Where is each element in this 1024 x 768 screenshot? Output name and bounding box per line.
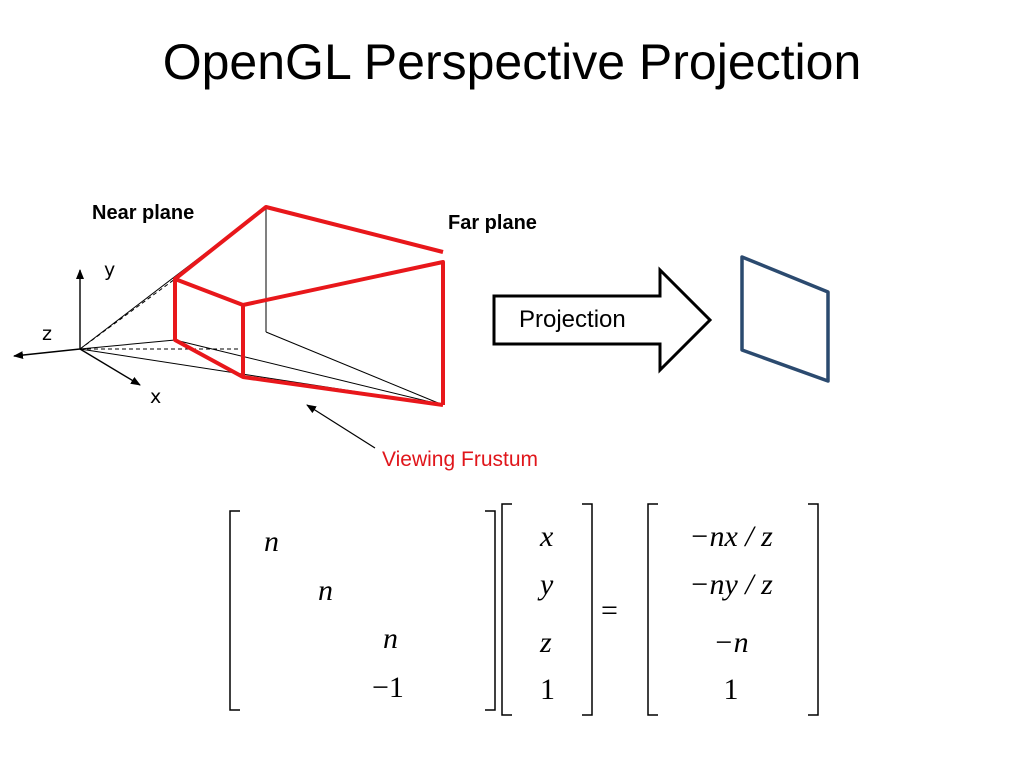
viewing-frustum-label: Viewing Frustum xyxy=(382,448,538,471)
axis-y-label: y xyxy=(104,259,115,281)
result-right-bracket xyxy=(808,503,819,716)
projection-arrow-label: Projection xyxy=(519,306,626,333)
vector-entry-z: z xyxy=(539,626,552,659)
matrix-right-bracket xyxy=(485,510,496,711)
axis-x-line xyxy=(79,348,141,386)
result-entry-r2: −ny / z xyxy=(689,568,773,601)
projection-arrow xyxy=(492,266,713,374)
vector-entry-w: 1 xyxy=(540,673,555,706)
vector-entry-y: y xyxy=(537,568,554,601)
axis-z-label: z xyxy=(42,323,52,345)
result-entry-r1: −nx / z xyxy=(689,520,773,553)
matrix-left-bracket xyxy=(229,510,240,711)
matrix-entry-r3: n xyxy=(383,622,398,655)
matrix-entry-r2: n xyxy=(318,574,333,607)
matrix-entry-r4: −1 xyxy=(372,671,404,704)
viewing-frustum xyxy=(173,205,445,407)
vector-entry-x: x xyxy=(539,520,554,553)
frustum-pointer-arrow xyxy=(306,404,376,449)
axis-z-line xyxy=(13,348,81,360)
matrix-entry-r1: n xyxy=(264,525,279,558)
projected-image-plane xyxy=(740,255,830,383)
vector-right-bracket xyxy=(582,503,593,716)
equals-sign: = xyxy=(601,594,618,627)
vector-left-bracket xyxy=(501,503,512,716)
far-plane-label: Far plane xyxy=(448,212,537,234)
result-left-bracket xyxy=(647,503,658,716)
axis-x-label: x xyxy=(150,386,161,408)
result-entry-r3: −n xyxy=(713,626,748,659)
slide-title: OpenGL Perspective Projection xyxy=(162,34,862,90)
result-entry-r4: 1 xyxy=(724,673,739,706)
near-plane-label: Near plane xyxy=(92,202,194,224)
